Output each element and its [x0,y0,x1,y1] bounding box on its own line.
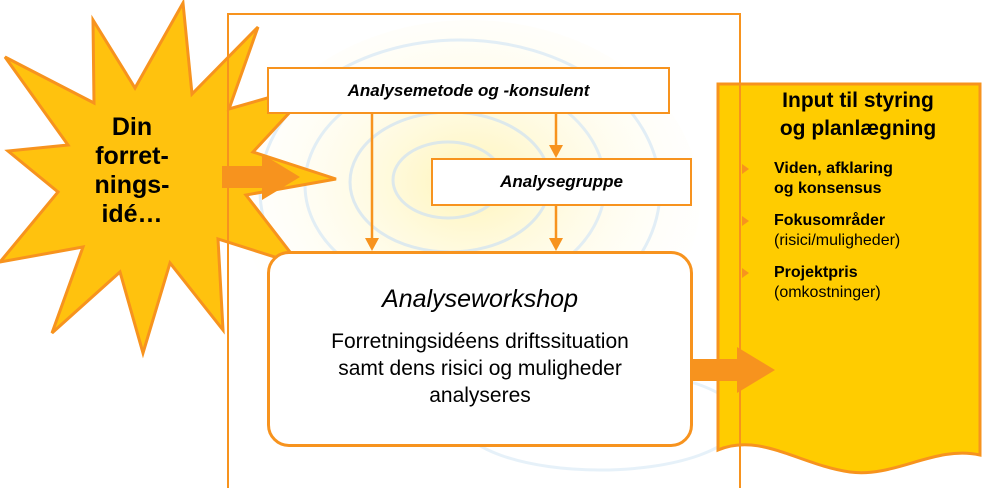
workshop-box: Analyseworkshop Forretningsidéens drifts… [267,251,693,447]
connector-arrows [365,114,563,251]
output-item-2-note: (risici/muligheder) [774,232,901,249]
output-item-1-line-2: og konsensus [774,180,882,197]
output-item: Projektpris (omkostninger) [728,263,988,303]
method-consultant-box: Analysemetode og -konsulent [267,67,670,114]
idea-line-2: forret- [95,142,169,170]
analysis-frame [227,13,741,488]
workshop-line-3: analyseres [429,384,531,407]
output-title: Input til styring og planlægning [728,87,988,143]
idea-line-1: Din [111,113,153,141]
output-item-2-line-1: Fokusområder [774,212,886,229]
method-consultant-label: Analysemetode og -konsulent [347,80,590,100]
workshop-title: Analyseworkshop [382,285,578,313]
output-item-1-line-1: Viden, afklaring [774,160,893,177]
bullet-triangle-icon [742,164,749,174]
output-item-3-note: (omkostninger) [774,284,881,301]
idea-line-4: idé… [101,200,163,228]
idea-line-3: nings- [94,171,170,199]
output-panel [716,82,982,475]
output-arrow [693,347,775,393]
idea-arrow [222,154,300,200]
bullet-triangle-icon [742,216,749,226]
workshop-description: Forretningsidéens driftssituation samt d… [270,328,690,409]
output-item: Fokusområder (risici/muligheder) [728,211,988,251]
output-content: Input til styring og planlægning Viden, … [728,87,988,315]
workshop-line-1: Forretningsidéens driftssituation [331,330,629,353]
analysis-group-box: Analysegruppe [431,158,692,206]
output-list: Viden, afklaring og konsensus Fokusområd… [728,159,988,303]
output-item-3-line-1: Projektpris [774,264,858,281]
idea-label: Din forret- nings- idé… [62,113,202,229]
output-item: Viden, afklaring og konsensus [728,159,988,199]
bullet-triangle-icon [742,268,749,278]
analysis-group-label: Analysegruppe [500,172,623,191]
output-title-line-1: Input til styring [782,89,934,112]
workshop-line-2: samt dens risici og muligheder [338,357,622,380]
output-title-line-2: og planlægning [779,117,937,140]
